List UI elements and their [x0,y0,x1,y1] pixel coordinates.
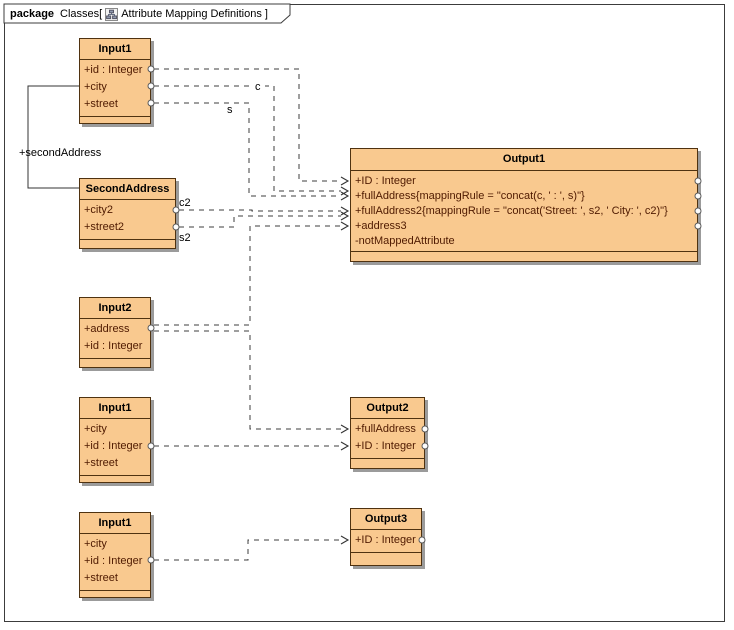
attribute-row[interactable]: +street [84,98,118,110]
class-secondaddress[interactable]: SecondAddress +city2 +street2 [79,178,176,249]
class-title: Output1 [351,149,697,171]
class-title: Input1 [80,513,150,534]
class-title: Input1 [80,39,150,60]
attribute-row[interactable]: +street [84,572,118,584]
class-output3[interactable]: Output3 +ID : Integer [350,508,422,566]
class-output1[interactable]: Output1 +ID : Integer +fullAddress{mappi… [350,148,698,262]
attribute-row[interactable]: +ID : Integer [355,440,416,452]
empty-compartment [80,240,175,248]
empty-compartment [351,553,421,565]
attribute-row[interactable]: +address [84,323,130,335]
package-diagram-name: Attribute Mapping Definitions [121,8,262,20]
class-title: Output3 [351,509,421,530]
class-title: Input1 [80,398,150,419]
attribute-row[interactable]: +id : Integer [84,64,143,76]
class-input2[interactable]: Input2 +address +id : Integer [79,297,151,368]
attribute-row[interactable]: +city [84,81,107,93]
attribute-row[interactable]: +city [84,538,107,550]
class-input1-top[interactable]: Input1 +id : Integer +city +street [79,38,151,124]
class-input1-middle[interactable]: Input1 +city +id : Integer +street [79,397,151,483]
attribute-row[interactable]: +id : Integer [84,340,143,352]
class-title: Output2 [351,398,424,419]
empty-compartment [80,359,150,367]
attribute-row[interactable]: -notMappedAttribute [355,235,455,247]
class-title: SecondAddress [80,179,175,200]
class-title: Input2 [80,298,150,319]
attribute-row[interactable]: +street2 [84,221,125,233]
attribute-row[interactable]: +street [84,457,118,469]
package-keyword: package [10,8,55,20]
diagram-icon [105,7,119,21]
attribute-row[interactable]: +id : Integer [84,555,143,567]
attribute-row[interactable]: +city2 [84,204,114,216]
package-context: Classes[ [60,8,103,20]
class-input1-bottom[interactable]: Input1 +city +id : Integer +street [79,512,151,598]
attribute-row[interactable]: +city [84,423,107,435]
empty-compartment [351,459,424,468]
empty-compartment [80,591,150,597]
empty-compartment [80,117,150,123]
attribute-row[interactable]: +fullAddress2{mappingRule = "concat('Str… [355,205,668,217]
empty-compartment [80,476,150,482]
attribute-row[interactable]: +fullAddress [355,423,416,435]
attribute-row[interactable]: +ID : Integer [355,175,416,187]
package-close-bracket: ] [264,8,268,20]
empty-compartment [351,252,697,261]
attribute-row[interactable]: +address3 [355,220,407,232]
package-tab[interactable]: package Classes[ Attribute Mapping Defin… [10,6,268,22]
attribute-row[interactable]: +ID : Integer [355,534,416,546]
attribute-row[interactable]: +fullAddress{mappingRule = "concat(c, ' … [355,190,585,202]
attribute-row[interactable]: +id : Integer [84,440,143,452]
package-frame [4,4,725,622]
class-output2[interactable]: Output2 +fullAddress +ID : Integer [350,397,425,469]
